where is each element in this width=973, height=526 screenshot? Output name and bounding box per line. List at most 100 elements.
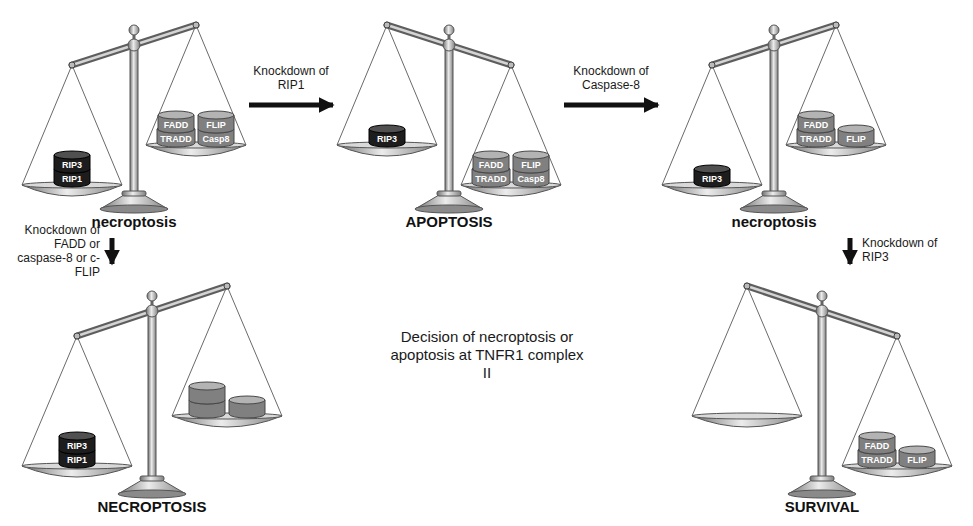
cylinder-body: [54, 169, 90, 187]
arrow-connector: [249, 103, 333, 108]
protein-name: TRADD: [160, 133, 192, 145]
cylinder-body: [858, 450, 896, 468]
scale-beam: [387, 25, 511, 65]
protein-name: Casp8: [517, 173, 544, 185]
cylinder-text-box: FADD: [472, 151, 510, 171]
cylinder-text-box: RIP3: [368, 125, 406, 145]
pan-strings: [22, 336, 132, 466]
scale-foot: [100, 205, 168, 213]
scale-collar: [122, 191, 146, 196]
scale-label-box: SURVIVAL: [690, 498, 954, 516]
pivot-hub: [443, 39, 455, 51]
cylinder-top: [858, 446, 896, 454]
beam-highlight: [747, 286, 897, 336]
protein-name: FADD: [479, 159, 504, 171]
scale-label-box: necroptosis: [660, 213, 888, 231]
cylinder-body: [797, 129, 835, 147]
edge-label-box: Knockdown of RIP1: [251, 64, 331, 92]
cylinder-text-box: RIP3: [693, 165, 731, 185]
beam-highlight: [712, 25, 836, 65]
arrow-connector: [848, 238, 853, 264]
cylinder-top: [899, 446, 935, 454]
beam-hook: [69, 62, 75, 68]
scale-pole: [818, 311, 826, 480]
beam-hook: [224, 283, 230, 289]
blank-cylinder: [189, 382, 225, 404]
cylinder-text-box: RIP3: [53, 151, 91, 171]
outcome-label: SURVIVAL: [690, 498, 954, 516]
note-box: Decision of necroptosis or apoptosis at …: [387, 328, 587, 382]
protein-cylinder: FLIP: [512, 151, 550, 173]
protein-name: TRADD: [861, 454, 893, 466]
protein-cylinder: RIP3: [58, 432, 96, 454]
knockdown-label: Knockdown of RIP1: [251, 64, 331, 92]
balance-scale: necroptosisRIP3RIP1FADDFLIPTRADDCasp8: [20, 5, 248, 237]
balance-scale: necroptosis RIP3 FADD FLIP TRADD: [660, 5, 888, 237]
cylinder-text-box: FLIP: [898, 446, 936, 466]
protein-name: Casp8: [202, 133, 229, 145]
beam-hook: [709, 62, 715, 68]
scale-collar: [140, 476, 164, 481]
knockdown-label: Knockdown of FADD or caspase-8 or c-FLIP: [4, 223, 100, 279]
protein-name: FADD: [865, 440, 890, 452]
cylinder-top: [157, 125, 195, 133]
pan-rim: [692, 413, 802, 419]
protein-name: TRADD: [800, 133, 832, 145]
scale-foot: [415, 205, 483, 213]
protein-cylinder: FADD: [797, 111, 835, 133]
edge-label-box: Knockdown of FADD or caspase-8 or c-FLIP: [4, 223, 100, 279]
cylinder-top: [838, 125, 874, 133]
protein-name: FADD: [804, 119, 829, 131]
cylinder-top: [158, 111, 194, 119]
protein-name: RIP1: [67, 454, 87, 466]
scale-pole: [130, 45, 138, 195]
finial-ball: [769, 25, 779, 35]
scale-drawing: [20, 266, 284, 520]
pan-strings: [662, 65, 762, 185]
cylinder-top: [189, 382, 225, 390]
arrow-connector: [564, 103, 658, 108]
pivot-hub: [146, 305, 158, 317]
scale-pole: [770, 45, 778, 195]
protein-name: FLIP: [846, 133, 866, 145]
scale-drawing: [660, 5, 888, 237]
scale-label-box: NECROPTOSIS: [20, 498, 284, 516]
cylinder-body: [157, 129, 195, 147]
scale-drawing: [690, 266, 954, 520]
beam-hook: [384, 22, 390, 28]
outcome-label: APOPTOSIS: [335, 213, 563, 231]
beam-hook: [193, 22, 199, 28]
cylinder-top: [54, 165, 90, 173]
cylinder-body: [198, 129, 234, 147]
protein-cylinder: FLIP: [837, 125, 875, 147]
finial-ball: [147, 291, 157, 301]
cylinder-text-box: FLIP: [837, 125, 875, 145]
protein-name: FLIP: [521, 159, 541, 171]
cylinder-top: [229, 396, 265, 404]
pan-strings: [22, 65, 122, 185]
pan-strings: [337, 25, 437, 145]
finial-ball: [129, 25, 139, 35]
cylinder-text-box: FADD: [797, 111, 835, 131]
beam-highlight: [77, 286, 227, 336]
outcome-label: necroptosis: [660, 213, 888, 231]
cylinder-top: [198, 125, 234, 133]
pan-strings: [786, 25, 886, 145]
protein-name: RIP3: [67, 440, 87, 452]
pivot-hub: [816, 305, 828, 317]
protein-name: FADD: [164, 119, 189, 131]
arrow-connector: [110, 238, 115, 264]
cylinder-top: [798, 111, 834, 119]
protein-name: RIP1: [62, 173, 82, 185]
scale-pole: [445, 45, 453, 195]
scale-label-box: APOPTOSIS: [335, 213, 563, 231]
protein-cylinder: FLIP: [197, 111, 235, 133]
cylinder-top: [694, 165, 730, 173]
cylinder-top: [54, 151, 90, 159]
cylinder-text-box: FADD: [157, 111, 195, 131]
cylinder-top: [859, 432, 895, 440]
beam-hook: [894, 333, 900, 339]
scale-foot: [118, 490, 186, 498]
protein-cylinder: RIP3: [368, 125, 406, 147]
